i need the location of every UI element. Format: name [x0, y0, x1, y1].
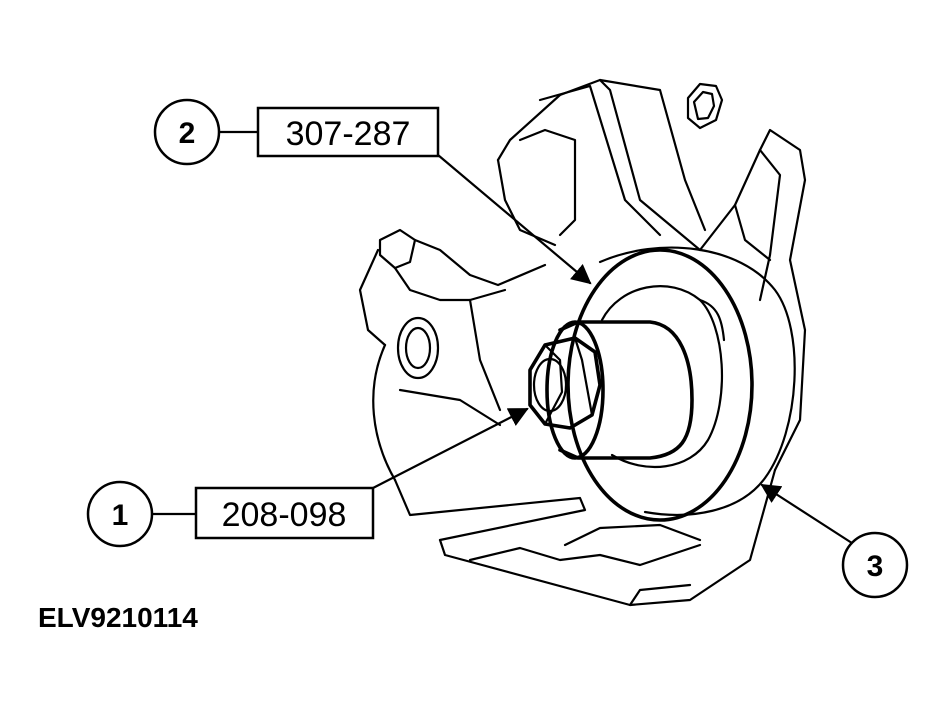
callout-1-number: 1 [112, 499, 129, 532]
callout-3-number: 3 [867, 550, 884, 583]
callout-2-number: 2 [179, 117, 196, 150]
seal-installer-tool [528, 320, 694, 460]
callout-2-tool-box [256, 106, 440, 158]
engine-front-cover [358, 78, 807, 607]
callout-1-tool-number: 208-098 [222, 496, 347, 534]
crankshaft-pulley [566, 246, 796, 522]
callout-3: 3 [841, 531, 909, 599]
callout-2: 2 307-287 [153, 98, 440, 166]
callout-1: 1 208-098 [86, 480, 375, 548]
leader-arrow-1 [371, 407, 529, 490]
leader-arrow-2 [436, 153, 592, 285]
callout-2-tool-number: 307-287 [286, 115, 411, 153]
callout-3-circle [841, 531, 909, 599]
callout-1-tool-box [194, 486, 375, 540]
figure-id: ELV9210114 [38, 602, 198, 633]
leader-arrow-3 [760, 483, 857, 547]
leader-arrows [371, 153, 857, 547]
